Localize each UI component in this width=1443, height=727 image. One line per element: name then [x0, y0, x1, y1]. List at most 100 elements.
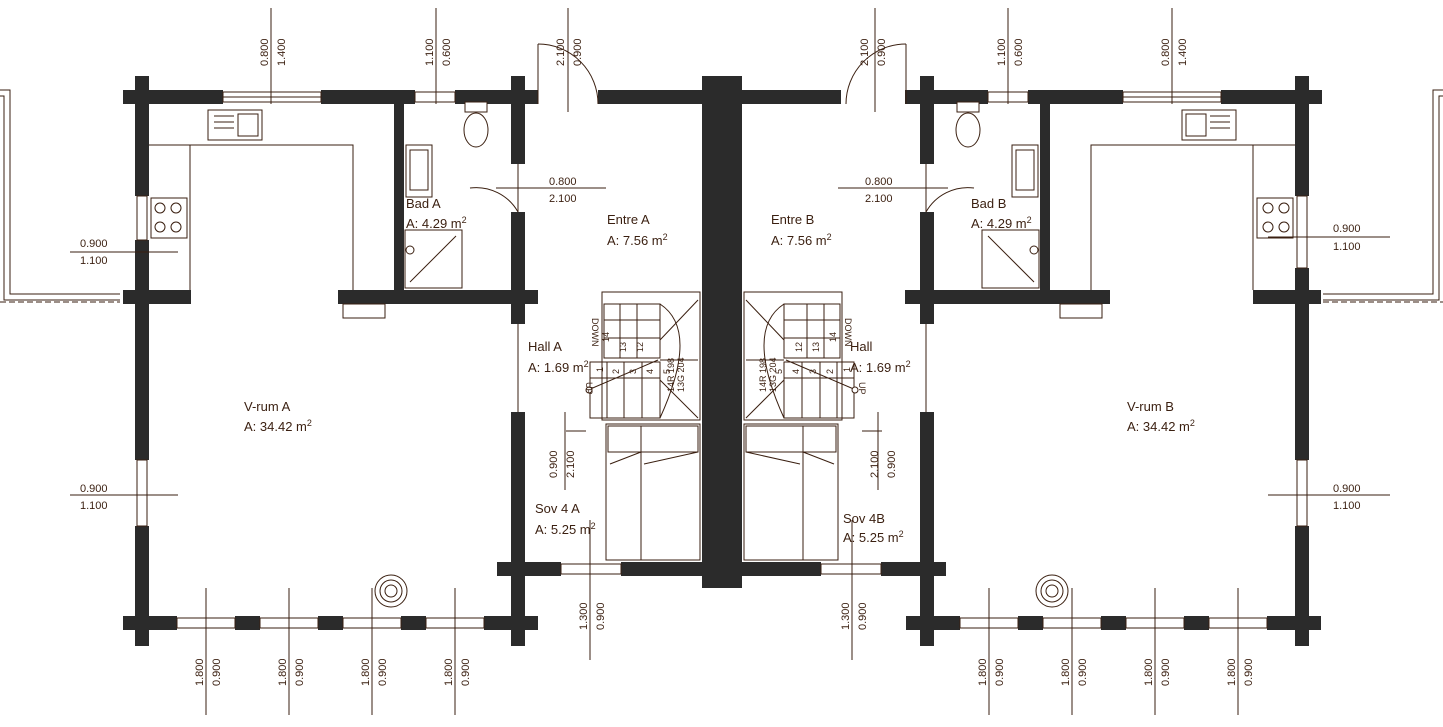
dim-window-height: 1.800 [277, 658, 289, 686]
dim-door-height: 2.100 [859, 38, 871, 66]
room-name-entre-a: Entre A [607, 212, 650, 227]
stair-b-step-14: 14 [828, 332, 838, 342]
dim-door-width: 0.900 [886, 450, 898, 478]
dim-window-width: 1.400 [1177, 38, 1189, 66]
stair-a-step-13: 13 [618, 342, 628, 352]
dim-window-width: 0.900 [460, 658, 472, 686]
dim-door-width: 0.900 [548, 450, 560, 478]
dim-window-height: 1.100 [424, 38, 436, 66]
room-area-bad-a: A: 4.29 m2 [406, 215, 467, 231]
stair-b-step-1: 1 [842, 367, 852, 372]
dim-door-width: 0.800 [865, 176, 893, 188]
room-name-bad-b: Bad B [971, 196, 1006, 211]
dim-window-width: 0.600 [1013, 38, 1025, 66]
room-area-entre-b: A: 7.56 m2 [771, 232, 832, 248]
dim-window-height: 1.300 [578, 602, 590, 630]
dim-window-width: 0.900 [1077, 658, 1089, 686]
dim-window-height: 1.100 [80, 255, 108, 267]
stair-a-up-label: UP [584, 382, 594, 395]
dim-window-width: 0.900 [1243, 658, 1255, 686]
room-labels: Bad A A: 4.29 m2 Entre A A: 7.56 m2 Hall… [244, 196, 1195, 545]
dim-window-height: 1.100 [1333, 500, 1361, 512]
stair-b-up-label: UP [857, 382, 867, 395]
dim-window-width: 0.600 [441, 38, 453, 66]
dim-window-height: 0.800 [1160, 38, 1172, 66]
dim-window-width: 0.900 [80, 483, 108, 495]
dim-window-width: 0.900 [994, 658, 1006, 686]
room-area-sov-a: A: 5.25 m2 [535, 521, 596, 537]
room-area-vrum-b: A: 34.42 m2 [1127, 418, 1195, 434]
dim-window-width: 0.900 [211, 658, 223, 686]
dim-door-width: 0.900 [876, 38, 888, 66]
room-name-hall-b: Hall [850, 339, 873, 354]
bed-b [743, 423, 839, 561]
dim-window-height: 1.800 [977, 658, 989, 686]
stair-b-step-12: 12 [794, 342, 804, 352]
dim-window-height: 1.300 [840, 602, 852, 630]
terraces [0, 89, 1443, 303]
dim-door-height: 2.100 [565, 450, 577, 478]
dim-door-width: 0.900 [572, 38, 584, 66]
stair-a-step-14: 14 [601, 332, 611, 342]
stair-a-step-5: 5 [662, 369, 672, 374]
doors [469, 43, 975, 412]
room-area-hall-a: A: 1.69 m2 [528, 359, 589, 375]
dim-window-height: 1.800 [443, 658, 455, 686]
stair-b-step-2: 2 [825, 369, 835, 374]
stair-a-step-1: 1 [595, 367, 605, 372]
dim-window-height: 1.800 [194, 658, 206, 686]
dim-window-width: 0.900 [1333, 223, 1361, 235]
dim-window-height: 1.800 [1143, 658, 1155, 686]
kitchen-a [149, 109, 354, 290]
dim-door-height: 2.100 [865, 193, 893, 205]
room-name-vrum-a: V-rum A [244, 399, 291, 414]
dim-window-height: 1.100 [996, 38, 1008, 66]
room-name-sov-b: Sov 4B [843, 511, 885, 526]
dim-window-height: 1.800 [1060, 658, 1072, 686]
dim-window-width: 0.900 [80, 238, 108, 250]
dimension-lines [70, 8, 1390, 715]
bathroom-a-fixtures [404, 101, 489, 289]
room-name-entre-b: Entre B [771, 212, 814, 227]
dim-window-height: 1.100 [1333, 241, 1361, 253]
dim-window-width: 0.900 [1333, 483, 1361, 495]
stair-b-down-label: DOWN [843, 318, 853, 347]
stair-b [743, 291, 859, 421]
walls [123, 76, 1322, 646]
dim-door-width: 0.800 [549, 176, 577, 188]
dim-window-height: 1.100 [80, 500, 108, 512]
kitchen-b [1090, 109, 1295, 290]
room-area-entre-a: A: 7.56 m2 [607, 232, 668, 248]
room-name-vrum-b: V-rum B [1127, 399, 1174, 414]
fireplace-a [374, 574, 408, 608]
dim-window-width: 0.900 [377, 658, 389, 686]
stair-a-down-label: DOWN [590, 318, 600, 347]
dim-door-height: 2.100 [549, 193, 577, 205]
stair-a [585, 291, 701, 421]
dimension-labels: 0.800 1.400 1.100 0.600 2.100 0.900 2.10… [80, 38, 1361, 686]
dim-door-height: 2.100 [869, 450, 881, 478]
stair-b-step-4: 4 [791, 369, 801, 374]
stair-a-spec-risers: 14R 198 [666, 358, 676, 392]
stair-b-spec-goings: 13G 204 [768, 357, 778, 392]
stair-b-step-13: 13 [811, 342, 821, 352]
stair-a-step-3: 3 [628, 369, 638, 374]
fireplace-b [1035, 574, 1069, 608]
dim-window-width: 0.900 [857, 602, 869, 630]
stair-a-step-4: 4 [645, 369, 655, 374]
dim-window-width: 0.900 [1160, 658, 1172, 686]
room-area-bad-b: A: 4.29 m2 [971, 215, 1032, 231]
stair-a-step-12: 12 [635, 342, 645, 352]
stair-a-spec-goings: 13G 204 [676, 357, 686, 392]
stair-b-step-3: 3 [808, 369, 818, 374]
room-name-hall-a: Hall A [528, 339, 562, 354]
room-area-vrum-a: A: 34.42 m2 [244, 418, 312, 434]
dim-window-height: 1.800 [360, 658, 372, 686]
stair-b-step-5: 5 [774, 369, 784, 374]
room-area-sov-b: A: 5.25 m2 [843, 529, 904, 545]
dim-window-width: 0.900 [595, 602, 607, 630]
dim-window-height: 1.800 [1226, 658, 1238, 686]
stair-b-spec-risers: 14R 198 [758, 358, 768, 392]
room-name-bad-a: Bad A [406, 196, 441, 211]
